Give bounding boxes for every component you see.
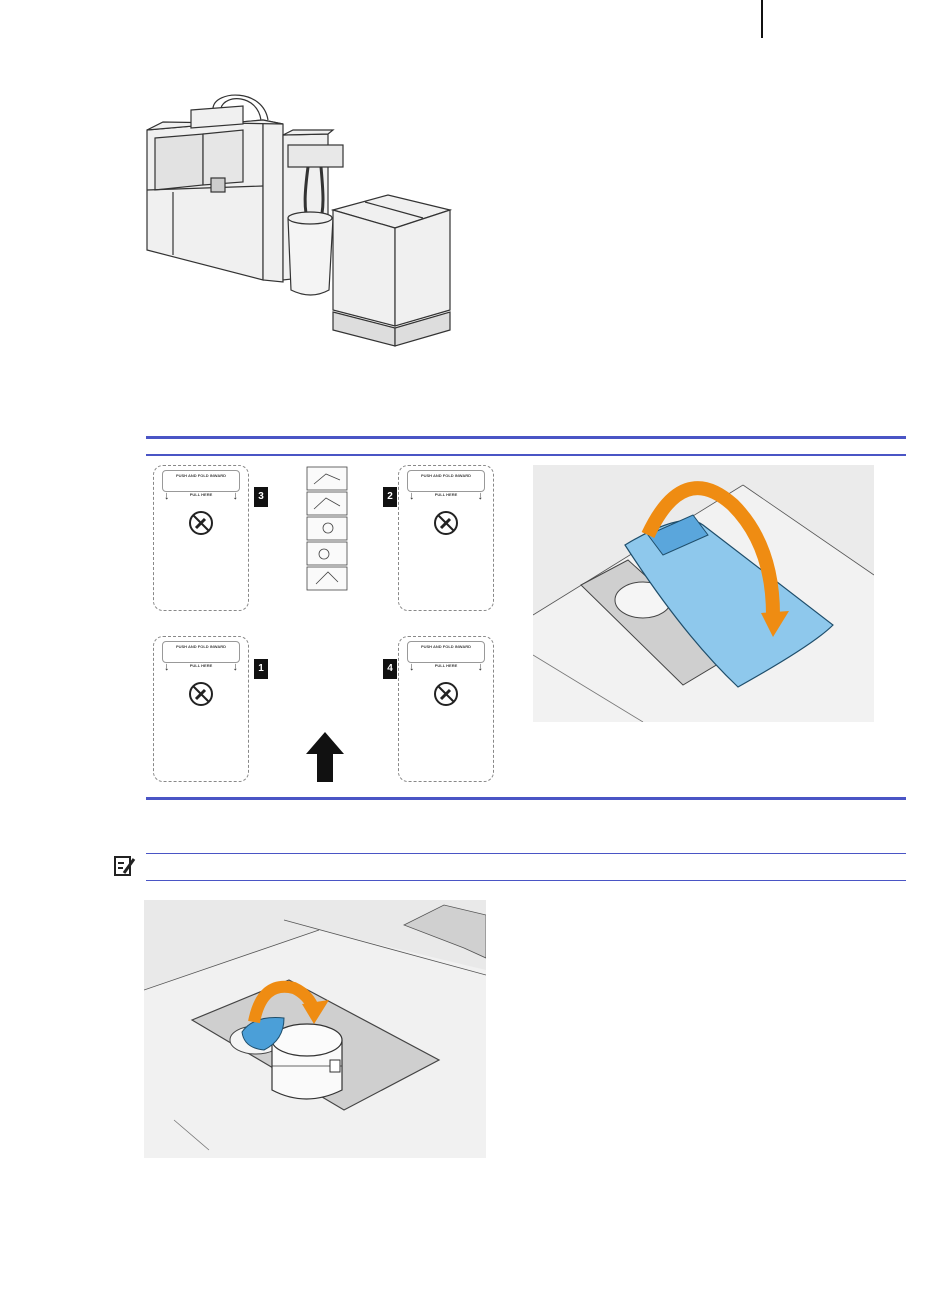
card-tab-text: PUSH AND FOLD INWARD [407,470,485,492]
page-edge-bar [761,0,763,38]
note-bar [146,853,906,881]
label-card-3: PUSH AND FOLD INWARD ↓ ↓ PULL HERE [153,465,249,611]
up-arrow-icon [306,732,344,782]
card-number-tag: 1 [254,659,268,679]
card-number-tag: 4 [383,659,397,679]
fold-bag-illustration [533,465,874,722]
no-tool-icon [188,681,214,707]
card-tab-text: PUSH AND FOLD INWARD [162,470,240,492]
card-tab-text: PUSH AND FOLD INWARD [407,641,485,663]
panel-divider [146,454,906,456]
no-tool-icon [433,681,459,707]
printer-illustration [133,90,453,352]
card-pull-text: PULL HERE [154,492,248,497]
card-pull-text: PULL HERE [399,492,493,497]
label-card-4: PUSH AND FOLD INWARD ↓ ↓ PULL HERE [398,636,494,782]
card-pull-text: PULL HERE [399,663,493,668]
card-tab-text: PUSH AND FOLD INWARD [162,641,240,663]
card-number-tag: 2 [383,487,397,507]
no-tool-icon [188,510,214,536]
step-thumbnails [306,466,348,591]
card-pull-text: PULL HERE [154,663,248,668]
label-card-1: PUSH AND FOLD INWARD ↓ ↓ PULL HERE [153,636,249,782]
label-card-2: PUSH AND FOLD INWARD ↓ ↓ PULL HERE [398,465,494,611]
cap-fold-illustration [144,900,486,1158]
card-number-tag: 3 [254,487,268,507]
note-icon [114,855,136,877]
no-tool-icon [433,510,459,536]
